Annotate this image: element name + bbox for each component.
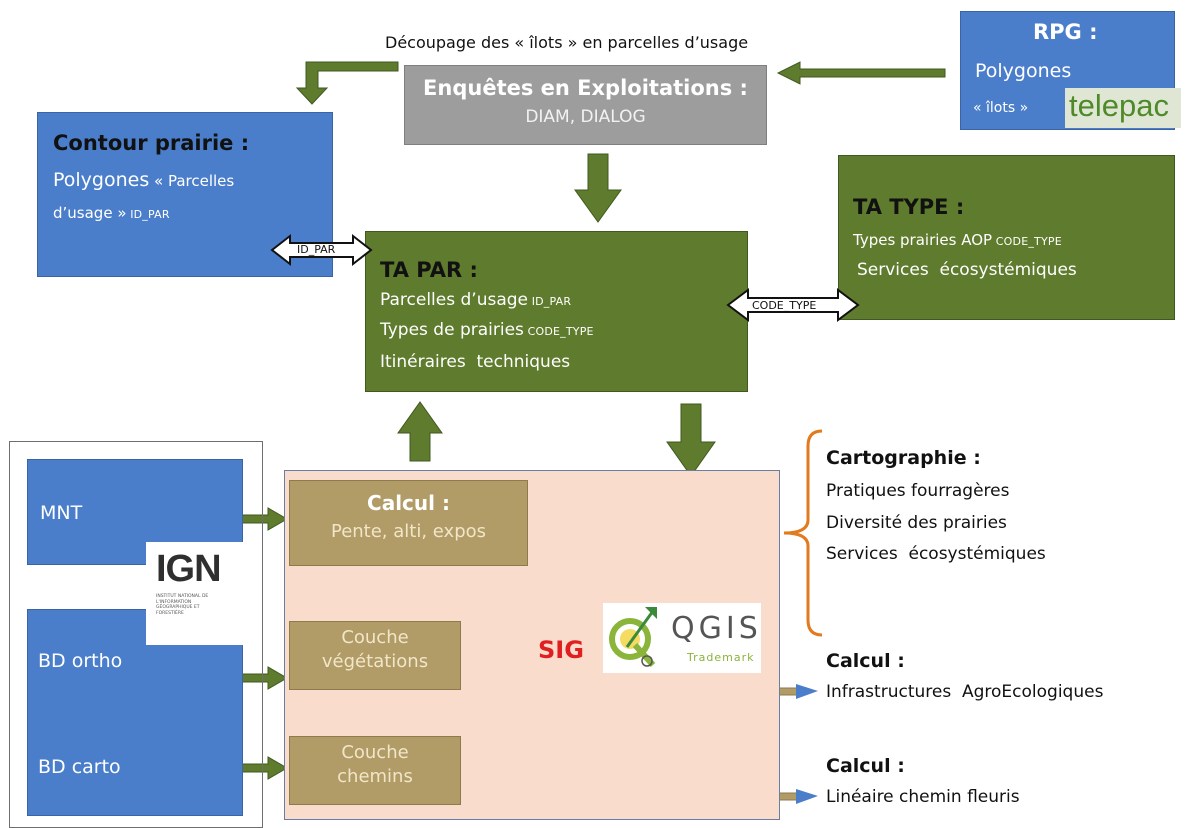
calcul-subtitle: Pente, alti, expos	[330, 521, 487, 542]
cartographie-item-2: Diversité des prairies	[826, 513, 1007, 533]
ign-logo-text: IGN	[156, 548, 222, 590]
top-caption: Découpage des « îlots » en parcelles d’u…	[385, 33, 749, 52]
bd-box: BD ortho BD carto	[27, 609, 243, 816]
ta-type-box: TA TYPE : Types prairies AOP CODE_TYPE S…	[838, 155, 1175, 320]
calcul-title: Calcul :	[367, 491, 450, 515]
qgis-name: QGIS	[671, 611, 762, 646]
telepac-logo-text: telepac	[1069, 88, 1169, 123]
calcul-infra-title: Calcul :	[826, 650, 905, 672]
cartographie-bracket	[783, 429, 823, 637]
rpg-line2: « îlots »	[973, 100, 1029, 116]
code-type-link-arrow	[726, 288, 860, 322]
calcul-lineaire-item: Linéaire chemin fleuris	[826, 787, 1020, 807]
ign-logo: IGN INSTITUT NATIONAL DE L'INFORMATION G…	[146, 542, 243, 645]
qgis-sub: Trademark	[687, 651, 755, 664]
qgis-logo: QGIS Trademark	[603, 603, 761, 673]
rpg-title: RPG :	[1033, 20, 1098, 44]
arrow-enquetes-to-contour	[295, 61, 399, 105]
ta-par-line2: Types de prairies CODE_TYPE	[380, 320, 594, 340]
id-par-link-label: ID_PAR	[297, 243, 336, 256]
calcul-box: Calcul : Pente, alti, expos	[289, 480, 528, 566]
telepac-logo: telepac	[1065, 88, 1181, 128]
arrow-sig-to-tapar	[397, 401, 443, 462]
ta-par-line3: Itinéraires techniques	[380, 352, 571, 372]
contour-line2: d’usage » ID_PAR	[53, 204, 170, 222]
couche-chemins-box: Couche chemins	[289, 736, 461, 805]
ta-type-title: TA TYPE :	[853, 195, 965, 219]
calcul-infra-item: Infrastructures AgroEcologiques	[826, 682, 1104, 702]
couche-chem-line2: chemins	[337, 766, 413, 787]
mnt-label: MNT	[40, 502, 83, 524]
couche-vegetations-box: Couche végétations	[289, 621, 461, 690]
arrowhead-lineaire	[796, 789, 818, 804]
id-par-link-arrow	[270, 233, 373, 267]
cartographie-title: Cartographie :	[826, 447, 981, 469]
enquetes-subtitle: DIAM, DIALOG	[525, 107, 646, 127]
bd-ortho-label: BD ortho	[38, 650, 123, 672]
arrow-enquetes-to-tapar	[574, 153, 622, 223]
ign-logo-subtext: INSTITUT NATIONAL DE L'INFORMATION GÉOGR…	[156, 594, 209, 616]
qgis-icon	[609, 607, 657, 668]
ta-type-line1: Types prairies AOP CODE_TYPE	[853, 231, 1062, 249]
enquetes-box: Enquêtes en Exploitations : DIAM, DIALOG	[404, 65, 767, 145]
ta-par-title: TA PAR :	[380, 258, 478, 282]
cartographie-item-1: Pratiques fourragères	[826, 481, 1010, 501]
enquetes-title: Enquêtes en Exploitations :	[423, 76, 748, 100]
rpg-line1: Polygones	[975, 60, 1072, 82]
couche-veg-line2: végétations	[321, 651, 429, 672]
arrowhead-infra	[796, 684, 818, 699]
arrow-rpg-to-enquetes	[776, 61, 946, 85]
arrow-tapar-to-sig	[666, 403, 716, 477]
rpg-box: RPG : Polygones « îlots » telepac	[960, 11, 1181, 130]
code-type-link-label: CODE_TYPE	[752, 299, 817, 312]
couche-chem-line1: Couche	[341, 742, 409, 763]
sig-label: SIG	[538, 636, 584, 664]
calcul-lineaire-title: Calcul :	[826, 755, 905, 777]
couche-veg-line1: Couche	[341, 627, 409, 648]
ta-type-line2: Services écosystémiques	[857, 260, 1077, 280]
ta-par-box: TA PAR : Parcelles d’usage ID_PAR Types …	[365, 231, 748, 392]
ta-par-line1: Parcelles d’usage ID_PAR	[380, 290, 572, 310]
contour-title: Contour prairie :	[53, 131, 250, 155]
bd-carto-label: BD carto	[38, 756, 121, 778]
cartographie-item-3: Services écosystémiques	[826, 544, 1046, 564]
contour-line1: Polygones « Parcelles	[53, 169, 235, 191]
